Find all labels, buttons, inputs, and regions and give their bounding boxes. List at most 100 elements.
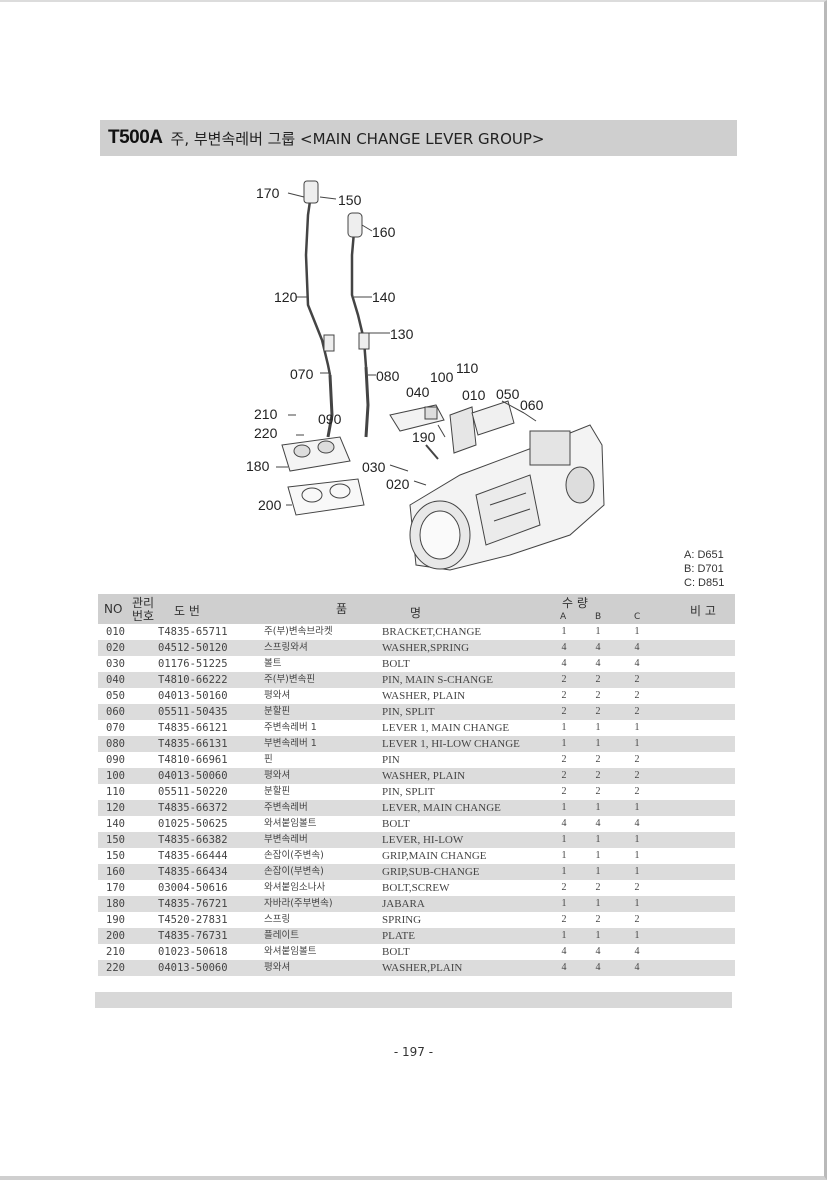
row-part-code: T4835-76721: [158, 898, 228, 910]
header-name-kr: 품: [336, 602, 348, 616]
header-ref-top: 관리: [132, 596, 155, 610]
row-qty-c: 4: [634, 946, 640, 957]
row-no: 150: [106, 850, 125, 862]
row-qty-a: 4: [561, 946, 567, 957]
callout-120: 120: [274, 289, 298, 305]
header-no: NO: [104, 602, 123, 616]
header-qty-a: A: [560, 612, 567, 622]
row-qty-c: 1: [634, 626, 640, 637]
row-qty-a: 1: [561, 738, 567, 749]
header-qty-b: B: [595, 612, 602, 622]
group-code: T500A: [108, 127, 163, 148]
row-part-code: 03004-50616: [158, 882, 228, 894]
row-name-en: PLATE: [382, 930, 415, 942]
row-qty-c: 1: [634, 930, 640, 941]
row-name-kr: 와셔붙임볼트: [264, 818, 317, 829]
row-no: 010: [106, 626, 125, 638]
row-name-en: WASHER, PLAIN: [382, 690, 466, 702]
row-name-en: PIN: [382, 754, 400, 766]
row-qty-a: 1: [561, 802, 567, 813]
row-qty-c: 2: [634, 690, 640, 701]
row-name-kr: 볼트: [264, 658, 282, 669]
row-no: 120: [106, 802, 125, 814]
row-name-en: GRIP,SUB-CHANGE: [382, 866, 480, 878]
row-part-code: 05511-50220: [158, 786, 228, 798]
row-qty-a: 4: [561, 642, 567, 653]
row-no: 210: [106, 946, 125, 958]
callout-080: 080: [376, 368, 400, 384]
row-qty-a: 1: [561, 834, 567, 845]
row-qty-a: 1: [561, 850, 567, 861]
row-part-code: T4520-27831: [158, 914, 228, 926]
model-legend: A: D651 B: D701 C: D851: [684, 548, 724, 590]
row-qty-a: 2: [561, 914, 567, 925]
row-part-code: 01176-51225: [158, 658, 228, 670]
header-ref-bottom: 번호: [132, 609, 155, 623]
row-name-en: WASHER,SPRING: [382, 642, 470, 654]
row-name-en: BOLT: [382, 658, 410, 670]
callout-090: 090: [318, 411, 342, 427]
row-name-en: BOLT: [382, 818, 410, 830]
row-part-code: 04013-50160: [158, 690, 228, 702]
page-title-bar: T500A 주, 부변속레버 그룹 <MAIN CHANGE LEVER GRO…: [100, 120, 737, 156]
row-qty-b: 1: [595, 626, 601, 637]
model-c: C: D851: [684, 577, 725, 589]
row-name-kr: 플레이트: [264, 930, 299, 941]
row-qty-a: 2: [561, 706, 567, 717]
row-qty-c: 1: [634, 738, 640, 749]
row-name-en: WASHER, PLAIN: [382, 770, 466, 782]
row-qty-b: 2: [595, 690, 601, 701]
row-qty-a: 1: [561, 866, 567, 877]
row-qty-c: 1: [634, 898, 640, 909]
row-qty-b: 2: [595, 706, 601, 717]
row-name-en: WASHER,PLAIN: [382, 962, 463, 974]
header-qty-c: C: [634, 612, 641, 622]
row-no: 200: [106, 930, 125, 942]
row-qty-c: 2: [634, 674, 640, 685]
row-name-kr: 손잡이(부변속): [264, 866, 324, 877]
row-part-code: 05511-50435: [158, 706, 228, 718]
callout-110: 110: [456, 360, 479, 376]
row-qty-b: 2: [595, 770, 601, 781]
row-qty-c: 4: [634, 642, 640, 653]
row-no: 030: [106, 658, 125, 670]
callout-190: 190: [412, 429, 436, 445]
callout-010: 010: [462, 387, 486, 403]
row-name-en: LEVER 1, MAIN CHANGE: [382, 722, 510, 734]
row-no: 140: [106, 818, 125, 830]
callout-140: 140: [372, 289, 396, 305]
row-part-code: T4835-66131: [158, 738, 228, 750]
row-name-en: BOLT: [382, 946, 410, 958]
row-no: 060: [106, 706, 125, 718]
row-name-en: JABARA: [382, 898, 425, 910]
row-qty-a: 1: [561, 930, 567, 941]
row-name-en: LEVER 1, HI-LOW CHANGE: [382, 738, 520, 750]
row-qty-a: 4: [561, 818, 567, 829]
row-part-code: T4835-66434: [158, 866, 228, 878]
row-qty-b: 1: [595, 866, 601, 877]
row-no: 090: [106, 754, 125, 766]
row-part-code: 01025-50625: [158, 818, 228, 830]
row-name-kr: 스프링와셔: [264, 642, 308, 653]
row-name-en: PIN, SPLIT: [382, 706, 435, 718]
callout-070: 070: [290, 366, 314, 382]
model-b: B: D701: [684, 563, 724, 575]
row-qty-c: 1: [634, 850, 640, 861]
row-name-en: SPRING: [382, 914, 422, 926]
row-qty-c: 2: [634, 770, 640, 781]
row-qty-a: 1: [561, 626, 567, 637]
footer-bar: [95, 992, 732, 1008]
row-no: 020: [106, 642, 125, 654]
row-qty-b: 1: [595, 834, 601, 845]
row-qty-b: 1: [595, 930, 601, 941]
